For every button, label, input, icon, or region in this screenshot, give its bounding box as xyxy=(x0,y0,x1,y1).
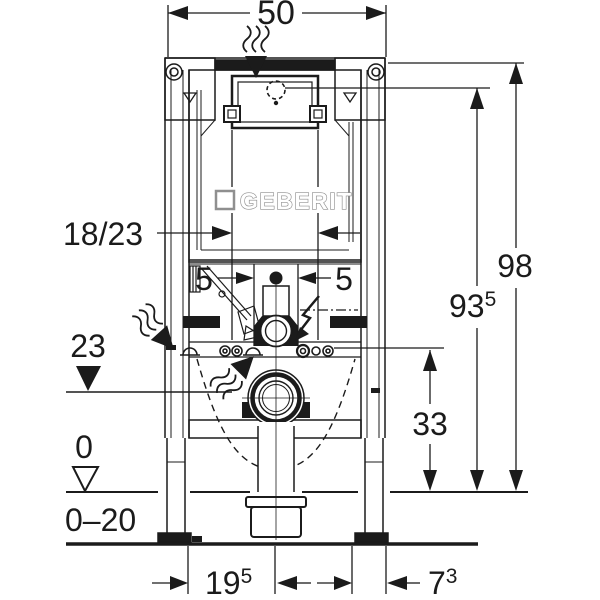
dimension-5-5 xyxy=(218,264,331,346)
geberit-logo-square xyxy=(214,189,236,211)
dim-offset-right-label: 5 xyxy=(335,261,353,297)
water-level-mark-right xyxy=(342,92,358,104)
rail-mark xyxy=(371,388,380,393)
dimension-98 xyxy=(388,62,524,491)
corner-screw-right xyxy=(367,63,385,81)
dim-offset-left-label: 5 xyxy=(195,261,213,297)
corner-screw-left xyxy=(165,63,183,81)
foot-left xyxy=(157,532,192,543)
dim-connection-height-label: 33 xyxy=(412,406,448,442)
dim-flush-depth-label: 18/23 xyxy=(63,216,143,252)
level-23-label: 23 xyxy=(70,328,106,364)
brand-logo-text: GEBERIT xyxy=(240,188,353,214)
mounting-frame xyxy=(164,57,386,439)
level-marker-0 xyxy=(71,466,100,494)
dim-frame-height-label: 98 xyxy=(497,248,533,284)
geberit-logo: GEBERIT xyxy=(214,187,353,215)
inspection-opening xyxy=(223,74,327,130)
dim-floor-range-label: 0–20 xyxy=(65,502,136,538)
dim-actuator-height-label: 935 xyxy=(449,288,496,324)
center-reference-dot xyxy=(269,271,283,285)
cistern xyxy=(182,69,362,265)
water-level-mark-left xyxy=(182,92,198,104)
dim-side-distance-label: 73 xyxy=(428,565,457,600)
frame-legs xyxy=(157,438,389,543)
floor-lines xyxy=(66,491,528,546)
level-0-label: 0 xyxy=(75,429,93,465)
dimension-33 xyxy=(334,347,444,491)
dim-outlet-distance-label: 195 xyxy=(205,565,252,600)
actuator-circle xyxy=(266,80,286,100)
foot-right xyxy=(354,532,389,543)
dimension-bottom xyxy=(152,546,420,594)
dim-top-width-label: 50 xyxy=(257,0,295,32)
dimension-93-5 xyxy=(285,87,490,491)
level-marker-23 xyxy=(66,366,232,393)
lightning-bolt-icon xyxy=(295,295,320,341)
center-lines xyxy=(242,282,310,540)
fixing-points xyxy=(180,343,334,359)
dimension-18-23 xyxy=(157,130,360,340)
dimension-50 xyxy=(167,5,387,57)
